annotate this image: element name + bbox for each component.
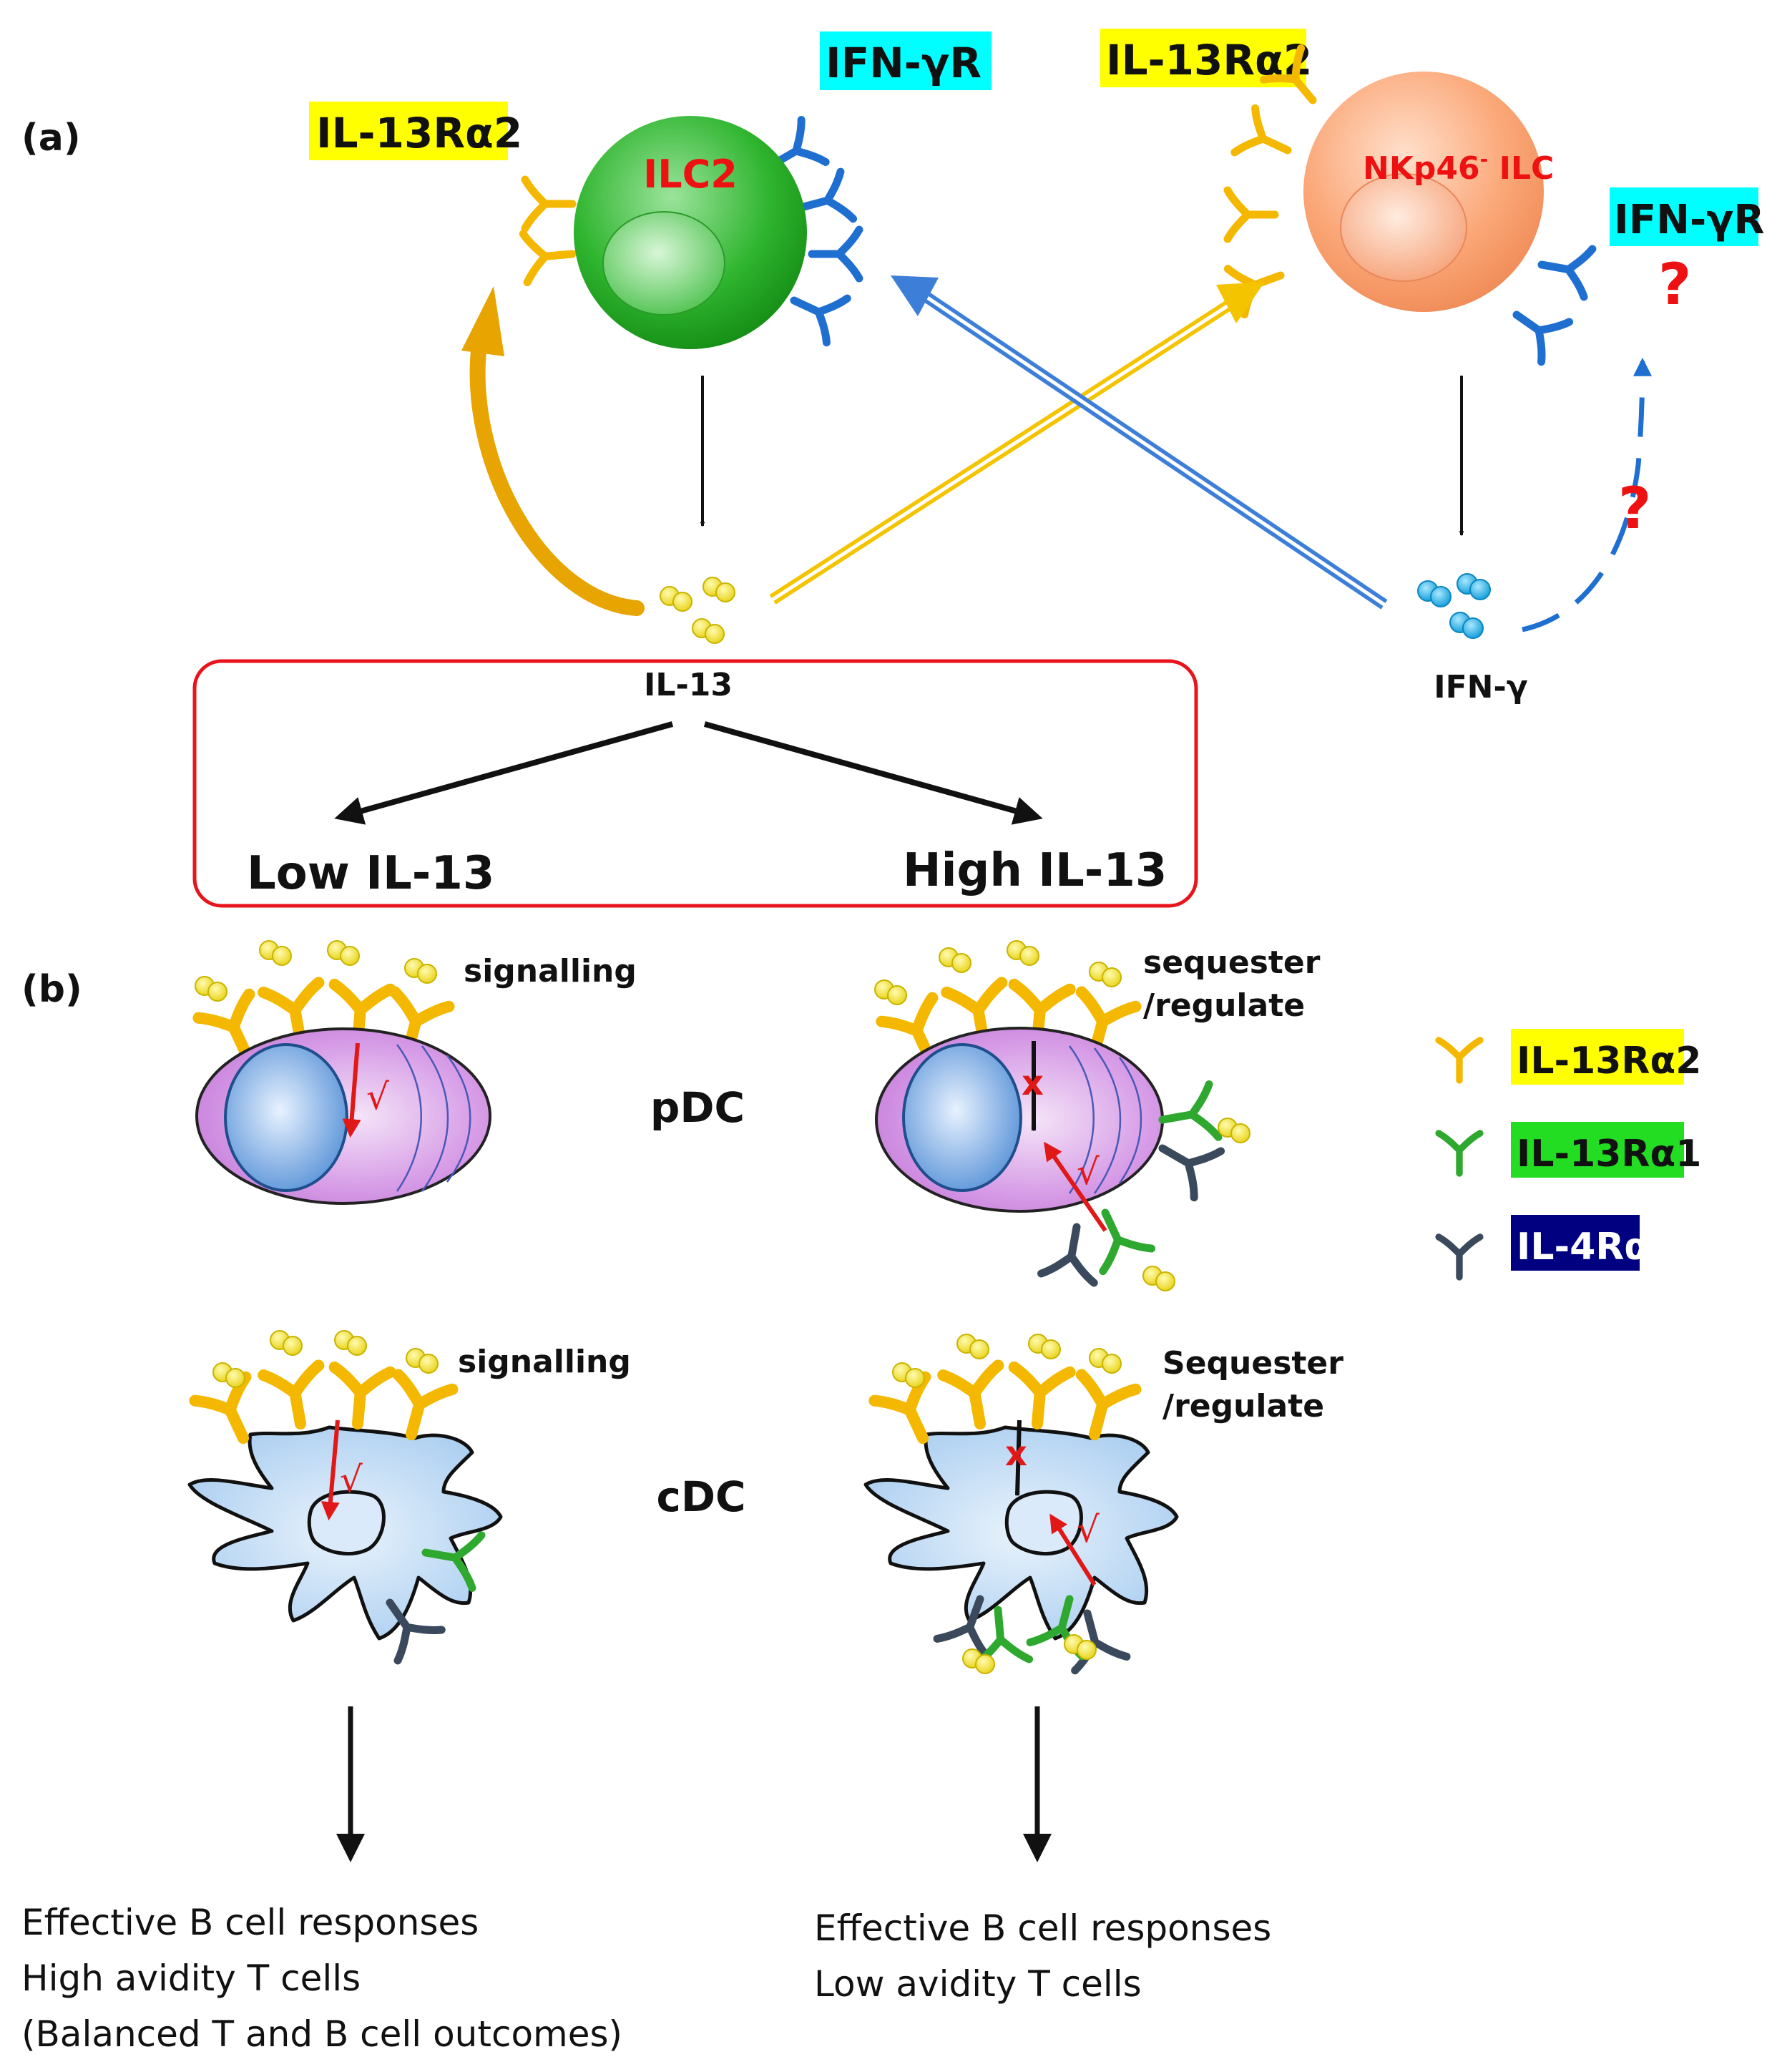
question-mark-receptor: ?: [1658, 251, 1691, 318]
outcome-right-line-1: Effective B cell responses: [814, 1907, 1271, 1949]
question-mark-arrow: ?: [1618, 475, 1651, 542]
pdc-left-check: √: [366, 1076, 389, 1118]
ilc2-label: ILC2: [643, 152, 738, 197]
pdc-label: pDC: [650, 1083, 745, 1132]
cdc-right-sequester-label-1: Sequester: [1162, 1345, 1343, 1382]
legend-il13ra2-icon: [1439, 1040, 1480, 1080]
nkp46-ilc-label: NKp46- ILC: [1363, 147, 1554, 187]
cdc-right-cell: x √: [863, 1419, 1179, 1641]
pdc-right-sequester-label-1: sequester: [1143, 944, 1321, 981]
pdc-left-signalling-label: signalling: [464, 953, 637, 989]
low-il13-label: Low IL-13: [247, 847, 494, 900]
outcome-left-line-3: (Balanced T and B cell outcomes): [21, 2013, 622, 2055]
il13-dose-box: [192, 659, 1198, 908]
arrow-ifng-to-nk-dashed: [1522, 357, 1652, 632]
arrow-il13-to-nk: [769, 282, 1265, 605]
legend-il13ra1-icon: [1439, 1133, 1480, 1173]
arrow-il13-autocrine: [461, 286, 645, 616]
panel-label-a: (a): [21, 117, 81, 160]
panel-label-b: (b): [21, 968, 82, 1011]
cdc-left-cell: √: [187, 1419, 503, 1641]
pdc-right-cell: x √: [875, 1027, 1164, 1232]
outcome-left-line-1: Effective B cell responses: [21, 1902, 479, 1943]
ifng-label: IFN-γ: [1434, 669, 1528, 705]
cdc-left-signalling-label: signalling: [458, 1344, 631, 1380]
pdc-right-cross: x: [1022, 1063, 1044, 1103]
legend-il4ra-icon: [1439, 1237, 1480, 1277]
arrow-high-il13: [703, 721, 1043, 825]
legend: IL-13Rα2 IL-13Rα1 IL-4Rα: [1439, 1029, 1701, 1277]
legend-il13ra1-label: IL-13Rα1: [1517, 1133, 1701, 1176]
label-ifngr-nk: IFN-γR: [1614, 197, 1764, 243]
cdc-right-check: √: [1077, 1509, 1100, 1550]
label-ifngr-ilc2: IFN-γR: [826, 39, 981, 87]
high-il13-label: High IL-13: [903, 844, 1167, 897]
arrow-low-il13: [334, 721, 674, 825]
label-il13ra2-left: IL-13Rα2: [316, 109, 522, 157]
pdc-left-cell: √: [195, 1027, 491, 1205]
label-bg-il13ra2-left: [309, 102, 508, 160]
ifng-particles: [1417, 573, 1491, 639]
cdc-label: cDC: [656, 1472, 745, 1521]
arrow-ifng-to-ilc2: [891, 275, 1388, 610]
outcome-left-line-2: High avidity T cells: [21, 1958, 361, 1999]
nkp46-ilc-cell: NKp46- ILC: [1303, 72, 1554, 312]
pdc-right-check: √: [1077, 1151, 1100, 1193]
label-bg-ifngr-ilc2: [820, 31, 992, 90]
cdc-left-check: √: [340, 1459, 363, 1500]
ilc2-il13ra2-receptors: [523, 180, 574, 283]
cdc-right-sequester-label-2: /regulate: [1162, 1388, 1324, 1424]
pdc-right-sequester-label-2: /regulate: [1143, 987, 1305, 1024]
ilc2-cell: ILC2: [574, 116, 807, 349]
il13-particles: [660, 577, 735, 644]
label-bg-ifngr-nk: [1610, 187, 1758, 246]
cdc-right-cross: x: [1005, 1434, 1027, 1474]
legend-il13ra2-label: IL-13Rα2: [1517, 1040, 1701, 1083]
il13-label: IL-13: [644, 667, 733, 703]
outcome-right-line-2: Low avidity T cells: [814, 1963, 1142, 2005]
legend-il4ra-label: IL-4Rα: [1517, 1226, 1650, 1269]
